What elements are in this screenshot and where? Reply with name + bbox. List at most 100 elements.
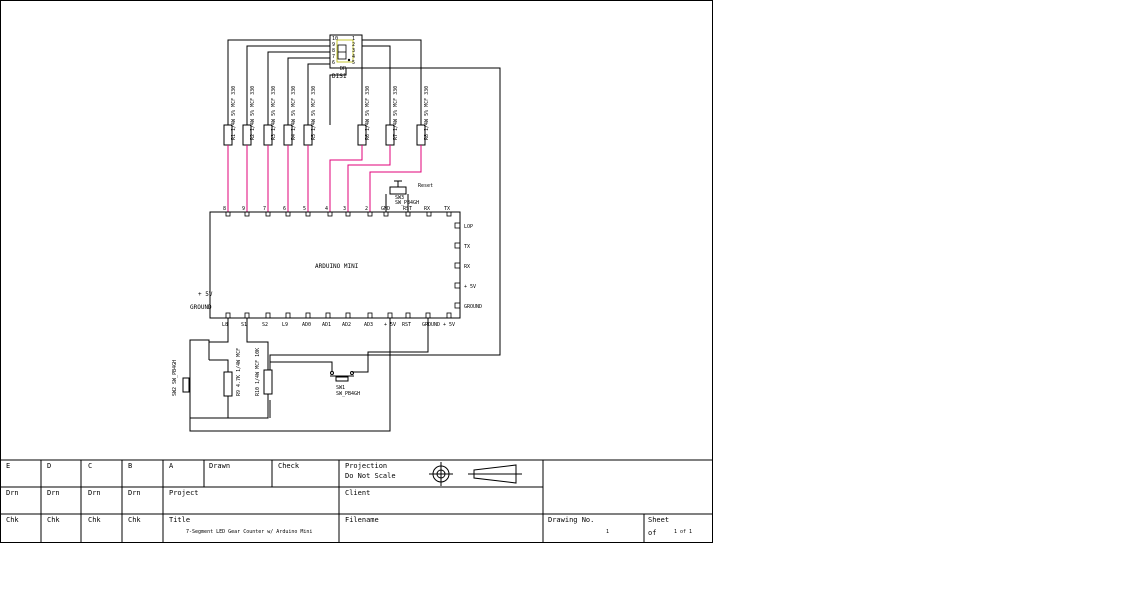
sheet-label: Sheet — [648, 516, 669, 524]
bottom-circuit-wires — [189, 318, 429, 432]
drawn-label: Drawn — [209, 462, 230, 470]
arduino-bottom-pin-label: S2 — [262, 322, 268, 328]
sw2-pushbutton: SW2 SW_PB4GH — [172, 360, 191, 396]
arduino-bottom-pin-label: S1 — [241, 322, 247, 328]
filename-label: Filename — [345, 516, 379, 524]
arduino-bottom-pin-box — [325, 312, 331, 319]
do-not-scale-label: Do Not Scale — [345, 472, 396, 480]
drn-c: Drn — [88, 489, 101, 497]
arduino-right-pin-box — [454, 242, 461, 249]
display-dp-dot — [347, 58, 351, 62]
drawing-no-label: Drawing No. — [548, 516, 594, 524]
arduino-bottom-pin-box — [225, 312, 231, 319]
display-pin-5: 5 — [352, 60, 355, 66]
reset-label: Reset — [418, 183, 433, 189]
arduino-top-pin-box — [426, 211, 432, 217]
arduino-top-pin-box — [327, 211, 333, 217]
arduino-bottom-pin-label: AD0 — [302, 322, 311, 328]
arduino-right-pin-label: LOP — [464, 224, 473, 230]
resistor-r7-label: R7 1/4W 5% MCF 330 — [393, 86, 399, 140]
display-dp-label: DP — [340, 66, 346, 72]
arduino-top-pin-box — [265, 211, 271, 217]
arduino-top-pin-label: 8 — [223, 206, 226, 212]
r9-resistor: R9 4.7K 1/4W MCF — [223, 348, 242, 397]
arduino-right-pin-label: + 5V — [464, 284, 476, 290]
arduino-top-pin-label: 4 — [325, 206, 328, 212]
resistor-r7: R7 1/4W 5% MCF 330 — [385, 86, 399, 146]
rev-col-b: B — [128, 462, 132, 470]
arduino-left-pin-5v: + 5V — [198, 291, 213, 298]
arduino-title: ARDUINO MINI — [315, 263, 359, 270]
resistor-r5: R5 1/4W 5% MCF 330 — [303, 86, 317, 146]
arduino-bottom-pin-box — [285, 312, 291, 319]
arduino-bottom-pin-label: L9 — [282, 322, 288, 328]
arduino-top-pin-box — [405, 211, 411, 217]
arduino-top-pin-box — [285, 211, 291, 217]
reset-switch-part: SW_PB4GH — [395, 200, 419, 206]
display-pin-4: 4 — [352, 54, 355, 60]
title-block-grid — [0, 459, 712, 542]
resistor-r8-label: R8 1/4W 5% MCF 330 — [424, 86, 430, 140]
r10-label: R10 1/4W MCF 10K — [255, 348, 261, 396]
arduino-bottom-pin-box — [244, 312, 250, 319]
segment-signal-wires — [227, 145, 422, 212]
projection-symbol-icon — [429, 462, 522, 486]
arduino-right-pin-label: RX — [464, 264, 470, 270]
sheet-value: 1 of 1 — [674, 529, 692, 535]
resistor-r8: R8 1/4W 5% MCF 330 — [416, 86, 430, 146]
arduino-bottom-pin-box — [305, 312, 311, 319]
arduino-right-pin-label: GROUND — [464, 304, 482, 310]
arduino-right-pin-box — [454, 302, 461, 309]
chk-b: Chk — [128, 516, 141, 524]
arduino-top-pin-box — [225, 211, 231, 217]
rev-col-c: C — [88, 462, 92, 470]
chk-d: Chk — [47, 516, 60, 524]
arduino-bottom-pin-box — [425, 312, 431, 319]
arduino-top-pin-label: 2 — [365, 206, 368, 212]
arduino-top-pin-box — [446, 211, 452, 217]
drawing-no-value: 1 — [606, 529, 609, 535]
arduino-top-pin-box — [383, 211, 389, 217]
drn-e: Drn — [6, 489, 19, 497]
resistor-r2: R2 1/4W 5% MCF 330 — [242, 86, 256, 146]
resistor-r4: R4 1/4W 5% MCF 330 — [283, 86, 297, 146]
resistor-r1: R1 1/4W 5% MCF 330 — [223, 86, 237, 146]
resistor-r3-label: R3 1/4W 5% MCF 330 — [271, 86, 277, 140]
sw2-label: SW2 SW_PB4GH — [172, 360, 178, 396]
arduino-top-pin-box — [244, 211, 250, 217]
arduino-top-pin-label: 7 — [263, 206, 266, 212]
arduino-right-pin-box — [454, 262, 461, 269]
sheet-border — [0, 0, 713, 543]
display-pin-2: 2 — [352, 42, 355, 48]
sw1-pushbutton: SW1 SW_PB4GH — [330, 371, 360, 397]
display-pin-9: 9 — [332, 42, 335, 48]
client-label: Client — [345, 489, 370, 497]
display-pin-3: 3 — [352, 48, 355, 54]
display-ref: DIS1 — [332, 73, 347, 80]
title-value: 7-Segment LED Gear Counter w/ Arduino Mi… — [186, 529, 312, 535]
rev-col-d: D — [47, 462, 51, 470]
seven-segment-display: 10 9 8 7 6 1 2 3 4 5 DP DIS1 — [329, 34, 363, 80]
arduino-bottom-pin-box — [446, 312, 452, 319]
resistor-r4-label: R4 1/4W 5% MCF 330 — [291, 86, 297, 140]
display-wires — [227, 39, 501, 370]
arduino-top-pin-box — [367, 211, 373, 217]
arduino-top-pin-box — [305, 211, 311, 217]
arduino-bottom-pin-box — [345, 312, 351, 319]
r9-label: R9 4.7K 1/4W MCF — [236, 348, 242, 396]
arduino-bottom-pin-label: RST — [402, 322, 411, 328]
arduino-top-pin-label: TX — [444, 206, 450, 212]
resistor-r3: R3 1/4W 5% MCF 330 — [263, 86, 277, 146]
arduino-top-pin-label: 3 — [343, 206, 346, 212]
project-label: Project — [169, 489, 199, 497]
arduino-right-pin-label: TX — [464, 244, 470, 250]
drn-d: Drn — [47, 489, 60, 497]
arduino-top-pin-label: 5 — [303, 206, 306, 212]
sw1-label-ref: SW1 — [336, 385, 345, 391]
resistor-r5-label: R5 1/4W 5% MCF 330 — [311, 86, 317, 140]
arduino-right-pin-box — [454, 222, 461, 229]
chk-c: Chk — [88, 516, 101, 524]
